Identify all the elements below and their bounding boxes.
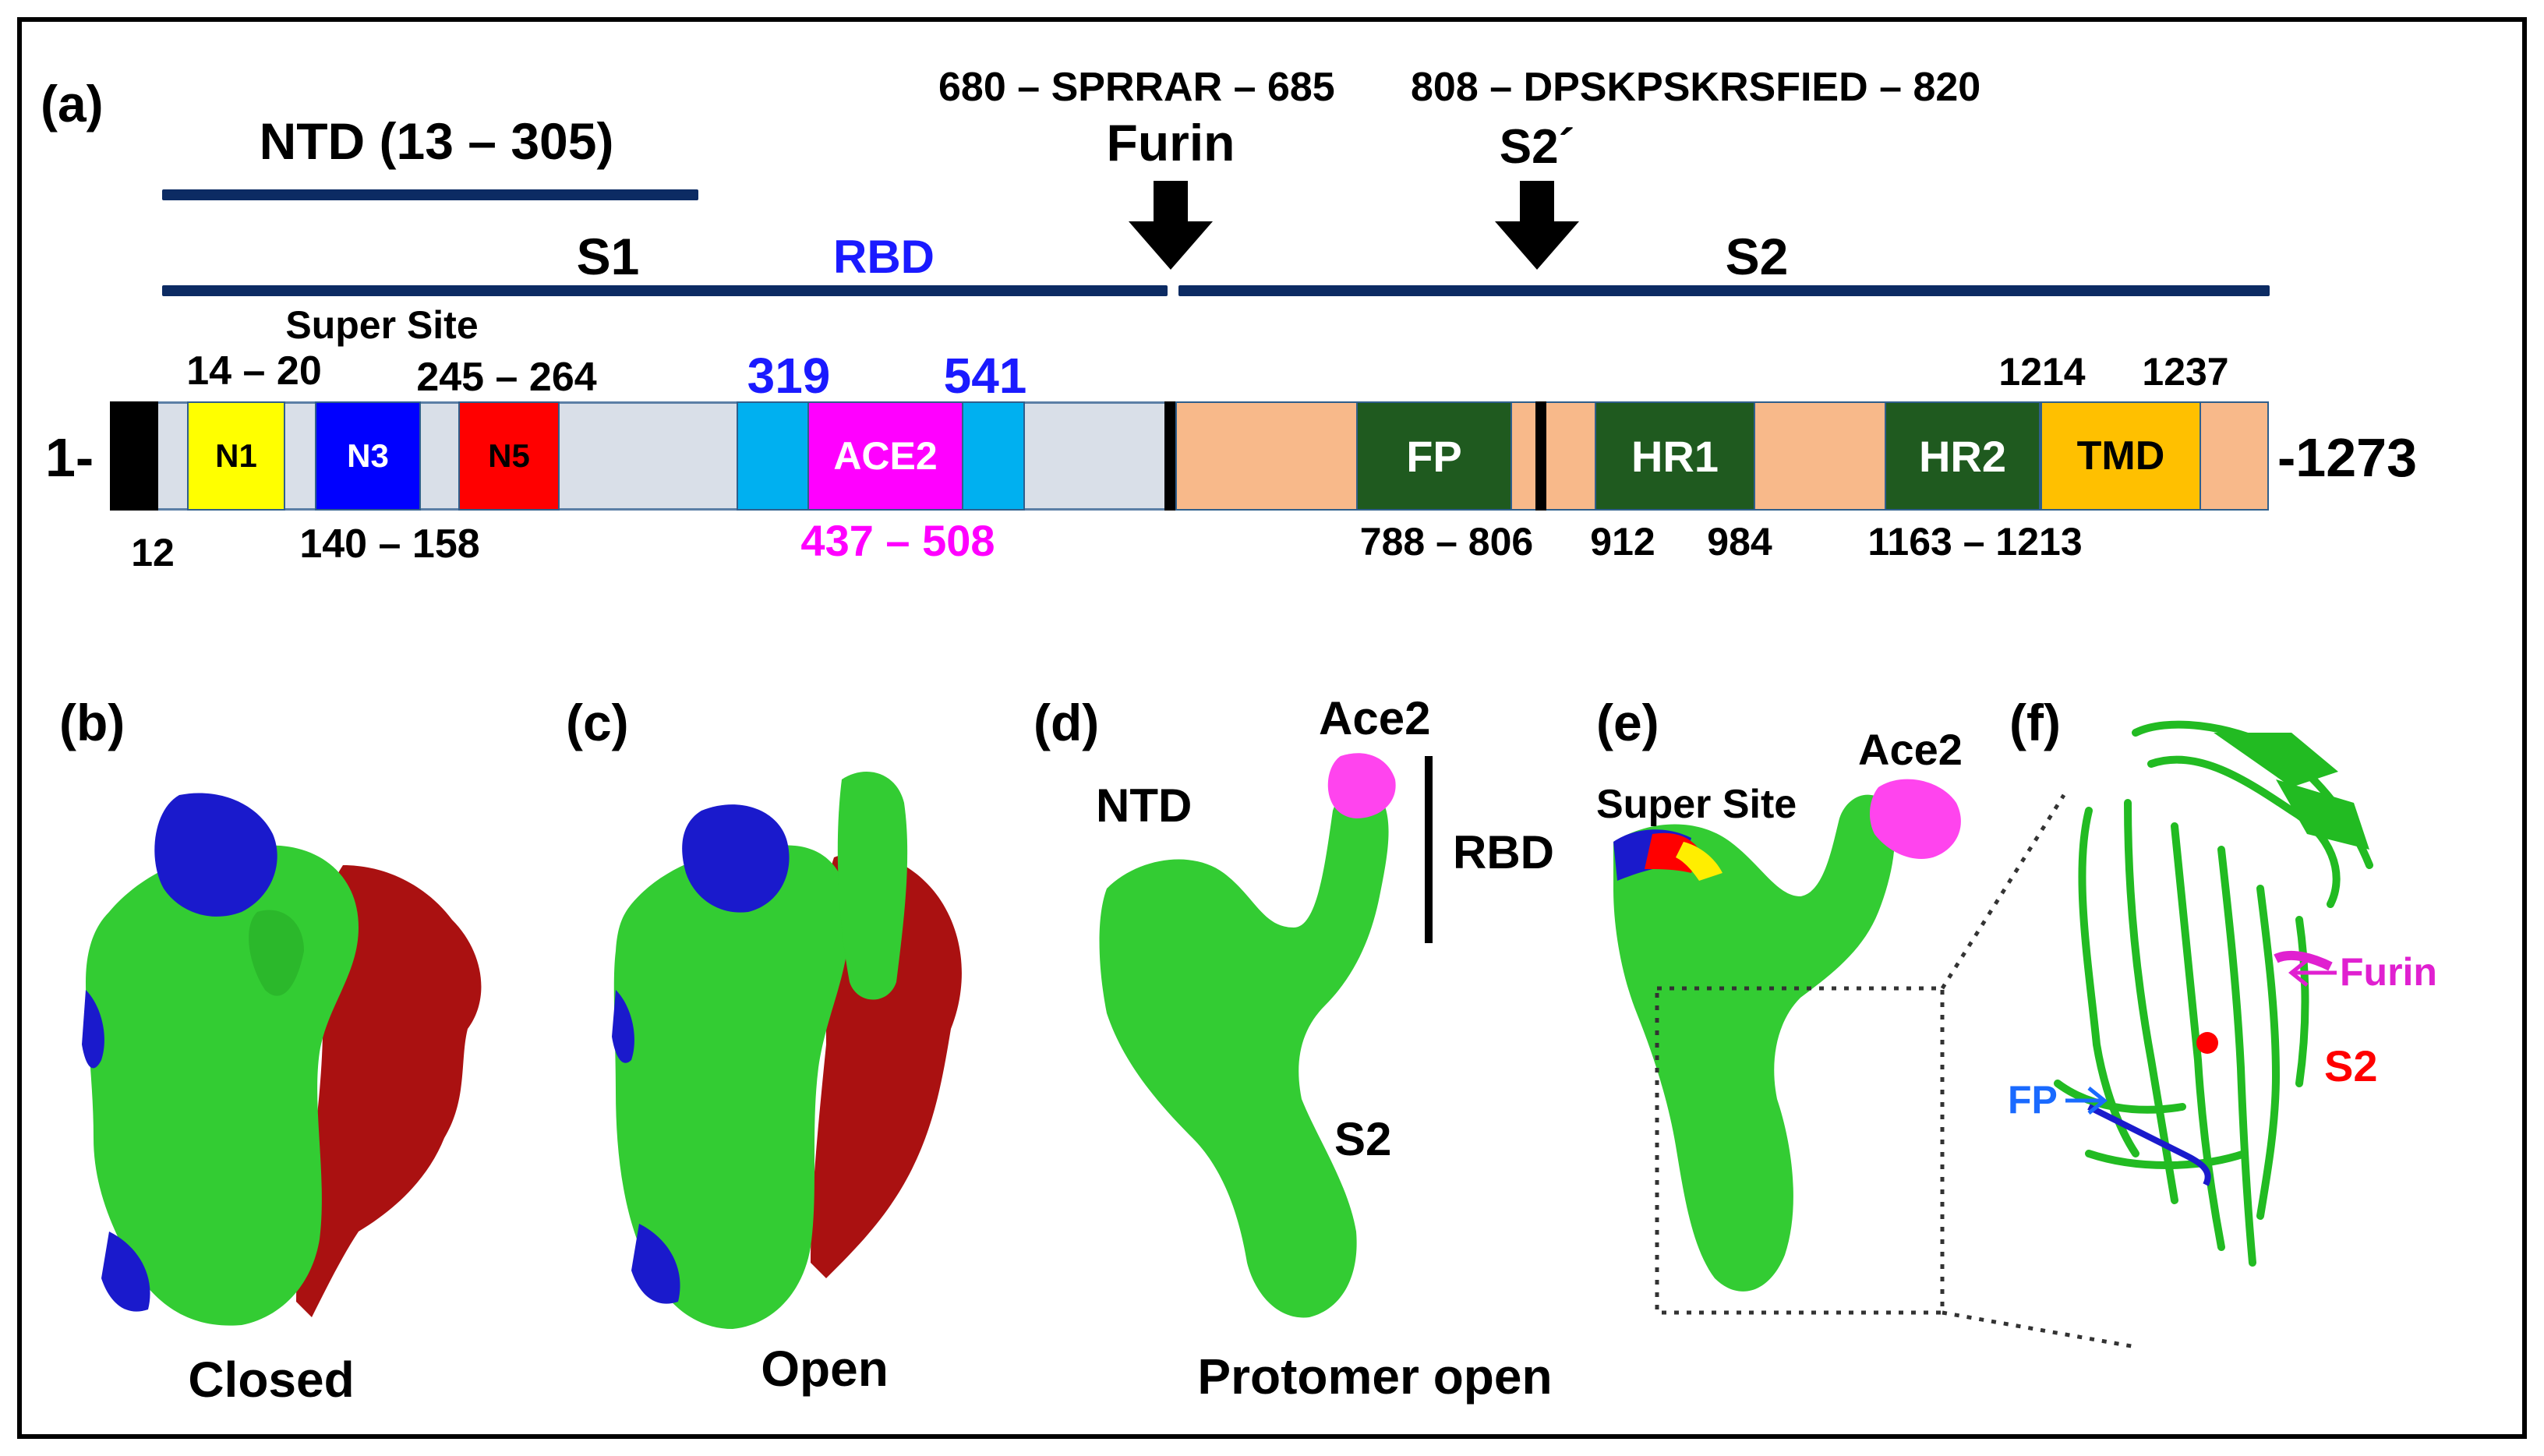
segment-n1: N1 — [187, 401, 285, 511]
panel-label-c: (c) — [566, 694, 629, 751]
segment-hr2: HR2 — [1885, 401, 2040, 511]
hr1-start-num: 912 — [1590, 520, 1655, 564]
protomer-surface — [1099, 753, 1433, 1318]
s1-bar — [162, 285, 1168, 296]
s2prime-arrow-icon — [1495, 181, 1579, 270]
e-super-site-label: Super Site — [1596, 782, 1797, 827]
segment-ace2: ACE2 — [807, 401, 963, 511]
n1-range: 14 – 20 — [186, 348, 322, 394]
panel-label-f: (f) — [2009, 694, 2061, 751]
d-ntd-label: NTD — [1096, 779, 1192, 832]
panel-label-e: (e) — [1596, 694, 1659, 751]
n5-range: 245 – 264 — [416, 355, 597, 400]
protomer-label: Protomer open — [1197, 1348, 1553, 1405]
d-s2-label: S2 — [1334, 1113, 1392, 1165]
rbd-label: RBD — [833, 231, 935, 283]
zoom-line-top — [1940, 793, 2066, 990]
s2prime-cleavage-mark — [1535, 401, 1546, 511]
s2-bar — [1178, 285, 2270, 296]
furin-cleavage-mark — [1164, 401, 1175, 511]
closed-label: Closed — [188, 1352, 355, 1408]
furin-label: Furin — [1106, 114, 1235, 171]
ntd-label: NTD (13 – 305) — [259, 112, 614, 170]
figure-frame — [17, 17, 2527, 1439]
fp-range: 788 – 806 — [1359, 520, 1534, 564]
tmd-start-num: 1214 — [1998, 350, 2086, 394]
signal-peptide — [110, 401, 158, 511]
open-label: Open — [761, 1341, 889, 1397]
segment-n3: N3 — [315, 401, 421, 511]
seq-furin-site: 680 – SPRRAR – 685 — [938, 65, 1335, 110]
tmd-end-num: 1237 — [2142, 350, 2229, 394]
cleavage-arrows — [1129, 181, 1579, 270]
panel-label-b: (b) — [59, 694, 125, 751]
open-trimer-surface — [612, 772, 962, 1329]
s2-ribbon-structure — [2054, 720, 2373, 1267]
protomer-supersite-surface — [1613, 779, 1961, 1292]
sp-end-num: 12 — [131, 531, 175, 574]
d-rbd-label: RBD — [1453, 826, 1554, 878]
super-site-label: Super Site — [285, 303, 479, 347]
ntd-bar — [162, 189, 698, 200]
d-ace2-label: Ace2 — [1319, 692, 1431, 744]
rbd-end-num: 541 — [943, 348, 1027, 404]
start-residue: 1- — [45, 427, 94, 488]
f-s2-label: S2 — [2324, 1041, 2378, 1090]
n3-range: 140 – 158 — [299, 521, 480, 567]
end-residue: -1273 — [2277, 427, 2418, 488]
zoom-box — [1655, 986, 1945, 1315]
hr2-range: 1163 – 1213 — [1867, 520, 2083, 564]
segment-hr1: HR1 — [1595, 401, 1755, 511]
segment-n5: N5 — [458, 401, 560, 511]
seq-s2prime-site: 808 – DPSKPSKRSFIED – 820 — [1411, 65, 1981, 110]
s1-label: S1 — [576, 228, 640, 285]
ace2-range: 437 – 508 — [800, 516, 995, 565]
e-ace2-label: Ace2 — [1858, 725, 1963, 774]
s2prime-label: S2´ — [1499, 120, 1575, 174]
furin-arrow-icon — [1129, 181, 1213, 270]
zoom-line-bottom — [1942, 1310, 2136, 1349]
f-fp-label: FP — [2008, 1078, 2058, 1122]
closed-trimer-surface — [82, 793, 482, 1326]
s2-label: S2 — [1725, 228, 1789, 285]
rbd-start-num: 319 — [747, 348, 831, 404]
segment-tmd: TMD — [2040, 401, 2201, 511]
panel-label-a: (a) — [41, 75, 104, 133]
segment-fp: FP — [1356, 401, 1512, 511]
panel-label-d: (d) — [1034, 694, 1100, 751]
f-furin-label: Furin — [2340, 950, 2437, 994]
hr1-end-num: 984 — [1707, 520, 1772, 564]
